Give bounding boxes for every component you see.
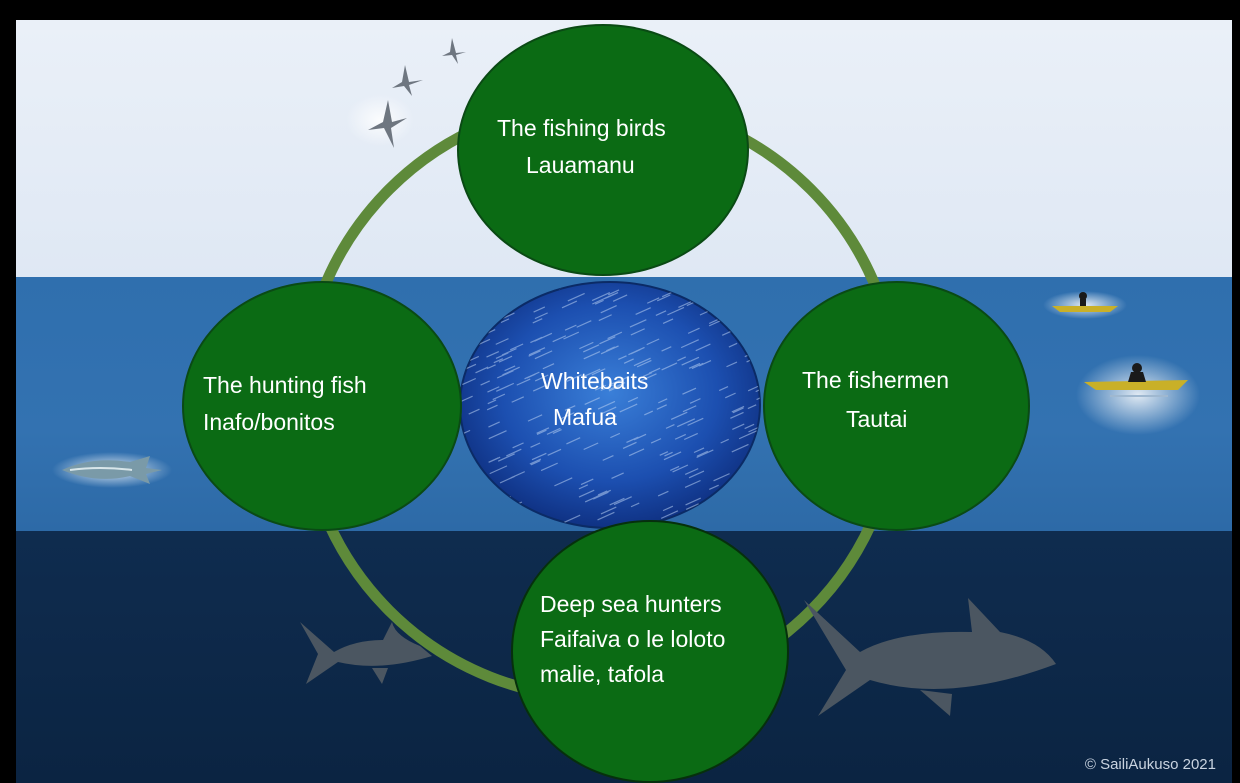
node-fishermen-line1: The fishermen [802,363,949,397]
node-whitebaits-line1: Whitebaits [541,364,648,398]
node-deep-sea-hunters-line2: Faifaiva o le loloto [540,622,725,656]
node-hunting-fish-line1: The hunting fish [203,368,367,402]
bird-icon [346,38,466,148]
node-fishermen-line2: Tautai [846,402,907,436]
node-fishing-birds-line2: Lauamanu [526,148,635,182]
node-fishing-birds-line1: The fishing birds [497,111,666,145]
node-hunting-fish-line2: Inafo/bonitos [203,405,335,439]
fish-school-icon [460,275,774,528]
copyright-text: © SailiAukuso 2021 [1085,756,1216,773]
tuna-icon [52,452,172,488]
node-deep-sea-hunters-line1: Deep sea hunters [540,587,722,621]
node-whitebaits-line2: Mafua [553,400,617,434]
kayak-icon [1043,291,1200,435]
node-deep-sea-hunters-line3: malie, tafola [540,657,664,691]
